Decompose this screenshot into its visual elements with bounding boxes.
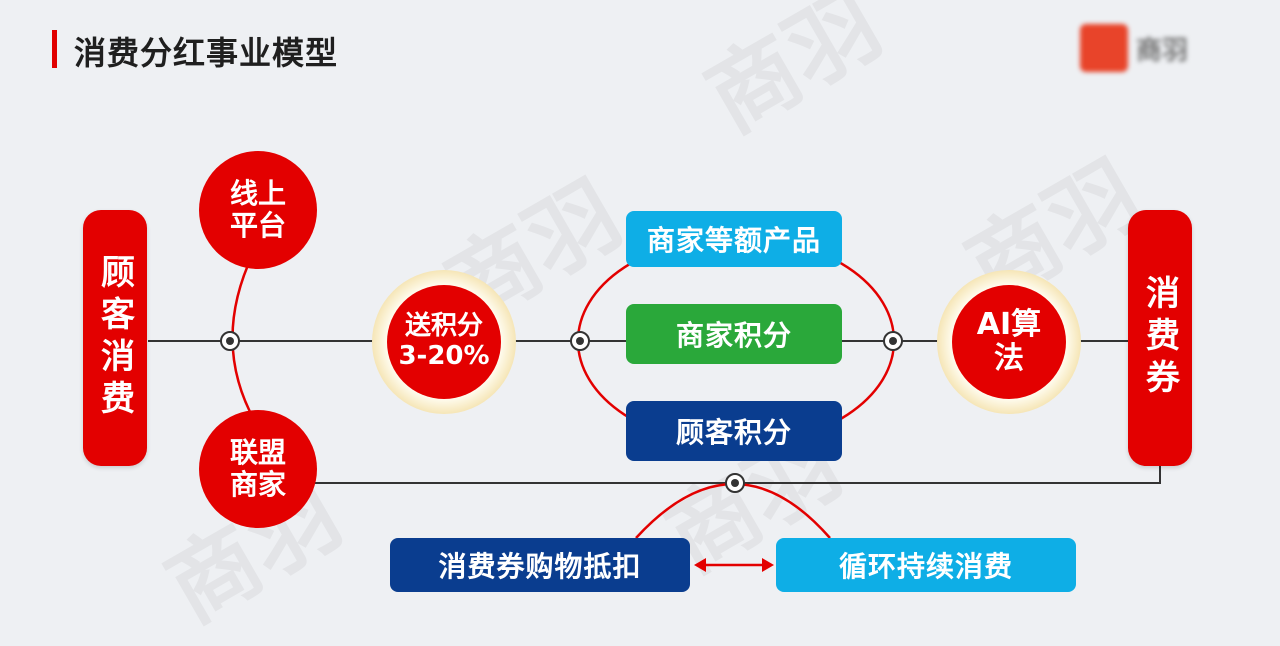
page-title: 消费分红事业模型	[74, 34, 339, 72]
arrow-left-icon	[694, 558, 706, 572]
return-line	[312, 466, 1161, 484]
junction-node-icon	[883, 331, 903, 351]
ai-algorithm-badge: AI算法	[937, 270, 1081, 414]
voucher-shopping-deduction-box: 消费券购物抵扣	[390, 538, 690, 592]
voucher-pill: 消费券	[1128, 210, 1192, 466]
merchant-points-box: 商家积分	[626, 304, 842, 364]
junction-node-icon	[220, 331, 240, 351]
junction-node-icon	[725, 473, 745, 493]
logo-text: 商羽	[1136, 35, 1189, 66]
brand-logo: 商羽	[1080, 22, 1230, 74]
ai-algorithm-label: AI算法	[952, 285, 1066, 399]
logo-mark-icon	[1080, 24, 1128, 72]
customer-points-box: 顾客积分	[626, 401, 842, 461]
title-accent-bar	[52, 30, 57, 68]
online-platform-circle: 线上平台	[199, 151, 317, 269]
arrow-right-icon	[762, 558, 774, 572]
continuous-consumption-box: 循环持续消费	[776, 538, 1076, 592]
points-gift-label: 送积分3-20%	[387, 285, 501, 399]
merchant-equal-product-box: 商家等额产品	[626, 211, 842, 267]
junction-node-icon	[570, 331, 590, 351]
points-gift-badge: 送积分3-20%	[372, 270, 516, 414]
alliance-merchant-circle: 联盟商家	[199, 410, 317, 528]
customer-consumption-pill: 顾客消费	[83, 210, 147, 466]
